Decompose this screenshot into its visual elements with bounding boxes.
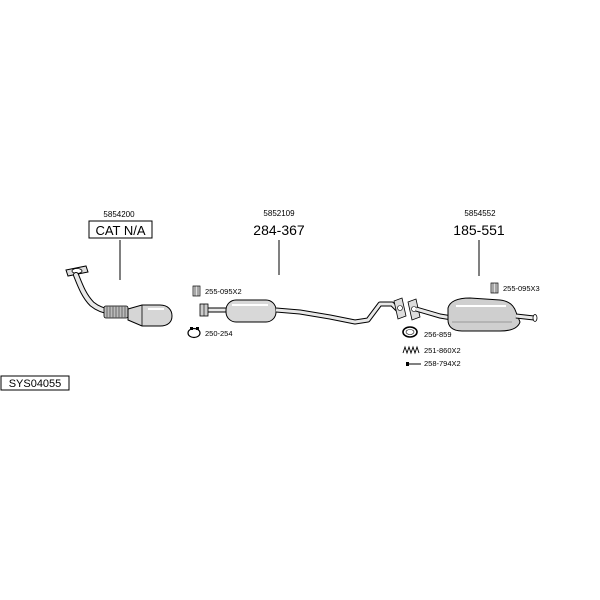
clamp-icon	[192, 285, 201, 297]
rear-silencer-body	[447, 297, 521, 332]
ring-clamp-icon	[187, 327, 201, 339]
part-code-251-860X2: 251-860X2	[424, 346, 461, 355]
assembly-label-rear-silencer: 185-551	[453, 222, 505, 238]
part-code-250-254: 250-254	[205, 329, 233, 338]
part-clamp-center: 255-095X2	[192, 285, 242, 297]
bolt-icon	[406, 362, 421, 366]
gasket-ring-icon	[402, 326, 418, 338]
part-ring-clamp: 250-254	[187, 327, 233, 339]
assembly-ref-rear-silencer: 5854552	[464, 209, 496, 218]
cat-label-box	[88, 220, 153, 239]
front-pipe-flange	[65, 265, 89, 277]
rear-inlet-flange	[407, 298, 421, 321]
flex-joint	[103, 305, 129, 319]
system-code: SYS04055	[0, 375, 70, 391]
catalyst-body	[127, 304, 173, 327]
assembly-center-pipe: 5852109 284-367	[199, 209, 407, 325]
part-code-256-859: 256-859	[424, 330, 452, 339]
clamp-icon	[490, 282, 499, 294]
assembly-rear-silencer: 5854552 185-551	[407, 209, 538, 332]
part-spring: 251-860X2	[402, 345, 461, 355]
center-pipe-flange	[393, 297, 407, 320]
part-bolt: 258-794X2	[406, 359, 461, 368]
part-code-255-095X3: 255-095X3	[503, 284, 540, 293]
part-gasket-ring: 256-859	[402, 326, 452, 339]
assembly-front-pipe: 5854200 CAT N/A	[65, 210, 173, 327]
assembly-ref-center-pipe: 5852109	[263, 209, 295, 218]
assembly-label-front-pipe: CAT N/A	[95, 223, 145, 238]
center-pipe-inlet	[199, 303, 209, 317]
part-code-258-794X2: 258-794X2	[424, 359, 461, 368]
spring-icon	[402, 345, 420, 355]
part-code-255-095X2: 255-095X2	[205, 287, 242, 296]
part-clamp-rear: 255-095X3	[490, 282, 540, 294]
assembly-ref-front-pipe: 5854200	[103, 210, 135, 219]
system-code-label: SYS04055	[9, 378, 62, 390]
center-silencer	[225, 299, 277, 323]
system-code-box	[0, 375, 70, 391]
assembly-label-center-pipe: 284-367	[253, 222, 305, 238]
tail-pipe-end	[532, 314, 538, 322]
